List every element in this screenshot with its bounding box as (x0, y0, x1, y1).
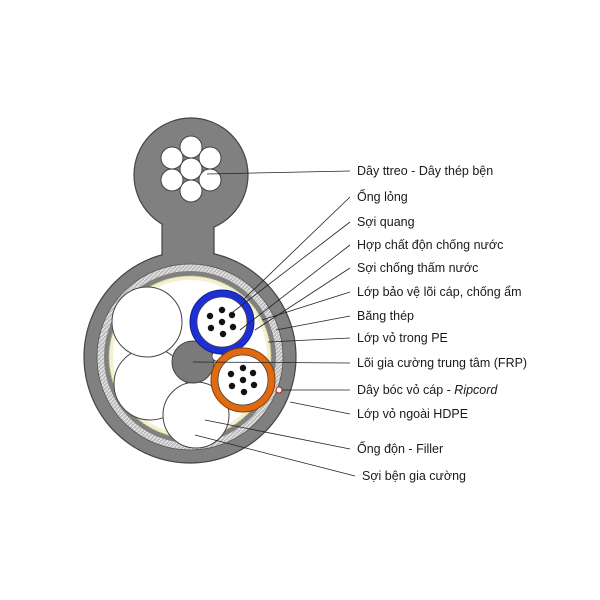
label-ripcord: Dây bóc vỏ cáp - Ripcord (357, 383, 498, 397)
messenger-wire (179, 135, 203, 159)
messenger-wire (198, 146, 222, 170)
fiber-dot (239, 376, 247, 384)
fiber-dot (228, 311, 236, 319)
label-fiber: Sợi quang (357, 215, 415, 229)
leader-outer-hdpe (289, 401, 351, 415)
fiber-dot (250, 381, 258, 389)
leader-fiber (228, 221, 351, 316)
labels: Dây ttreo - Dây thép bện Ống lỏng Sợi qu… (357, 164, 527, 483)
leader-filling-compound (239, 244, 351, 331)
label-outer-hdpe: Lớp vỏ ngoài HDPE (357, 407, 468, 421)
fiber-dot (228, 382, 236, 390)
label-strength-yarn: Sợi bện gia cường (362, 469, 466, 483)
leader-central-member (192, 361, 351, 364)
label-loose-tube: Ống lỏng (357, 189, 408, 204)
messenger-wire (160, 168, 184, 192)
messenger-steel-strands (160, 135, 222, 203)
label-central-member: Lõi gia cường trung tâm (FRP) (357, 356, 527, 370)
fiber-dot (239, 364, 247, 372)
label-messenger: Dây ttreo - Dây thép bện (357, 164, 493, 178)
label-water-blocking: Sợi chống thấm nước (357, 261, 478, 275)
fiber-dot (227, 370, 235, 378)
messenger-wire (198, 168, 222, 192)
fiber-dot (249, 369, 257, 377)
filler-tube (111, 286, 183, 358)
label-filler: Ống độn - Filler (357, 441, 443, 456)
loose-tube-orange (210, 347, 276, 413)
leader-water-blocking (254, 267, 351, 331)
messenger-wire (179, 157, 203, 181)
messenger-wire (160, 146, 184, 170)
leader-inner-pe (267, 337, 351, 343)
label-ripcord-prefix: Dây bóc vỏ cáp - (357, 383, 454, 397)
leader-lines (192, 170, 356, 477)
ripcord-marker (275, 386, 283, 394)
label-filling-compound: Hợp chất độn chống nước (357, 238, 503, 252)
fiber-dot (240, 388, 248, 396)
label-inner-pe: Lớp vỏ trong PE (357, 331, 448, 345)
label-core-protection: Lớp bảo vệ lõi cáp, chống ẩm (357, 285, 522, 299)
fiber-dot (207, 324, 215, 332)
leader-core-protection (261, 291, 351, 321)
leader-loose-tube (242, 196, 351, 301)
messenger-wire (179, 179, 203, 203)
leader-filler (204, 419, 351, 450)
fiber-dot (229, 323, 237, 331)
leader-messenger (206, 170, 351, 175)
label-ripcord-italic: Ripcord (454, 383, 498, 397)
leader-strength-yarn (194, 434, 356, 477)
fiber-dot (206, 312, 214, 320)
leader-steel-tape (275, 315, 351, 331)
fiber-dot (218, 306, 226, 314)
fiber-dot (219, 330, 227, 338)
label-steel-tape: Băng thép (357, 309, 414, 323)
loose-tube-blue (189, 289, 255, 355)
fiber-dot (218, 318, 226, 326)
